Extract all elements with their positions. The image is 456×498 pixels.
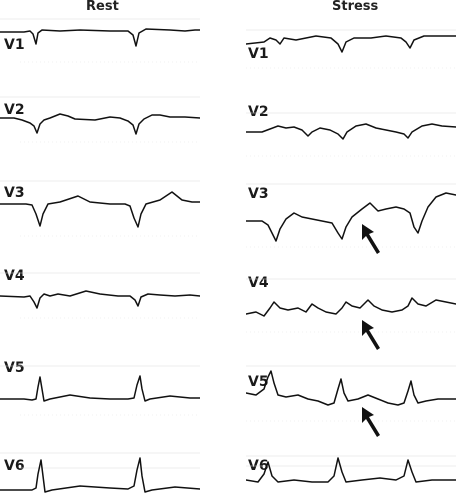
rest-lead-label-v2: V2 xyxy=(4,102,25,118)
rest-strip-v3 xyxy=(0,180,200,240)
rest-lead-label-v6: V6 xyxy=(4,458,25,474)
stress-lead-label-v2: V2 xyxy=(248,104,269,120)
arrow-icon-v5 xyxy=(362,407,380,437)
rest-strip-v6 xyxy=(0,452,200,498)
stress-strip-v2 xyxy=(246,112,456,162)
stress-lead-label-v1: V1 xyxy=(248,46,269,62)
rest-lead-label-v5: V5 xyxy=(4,360,25,376)
stress-column-title: Stress xyxy=(332,0,379,14)
rest-column-title: Rest xyxy=(86,0,119,14)
stress-strip-v1 xyxy=(246,24,456,74)
rest-strip-v2 xyxy=(0,96,200,146)
stress-lead-label-v3: V3 xyxy=(248,186,269,202)
stress-strip-v6 xyxy=(246,452,456,498)
arrow-icon-v4 xyxy=(362,320,380,350)
stress-lead-label-v5: V5 xyxy=(248,374,269,390)
arrow-icon-v3 xyxy=(362,224,380,254)
stress-strip-v4 xyxy=(246,278,456,338)
rest-strip-v4 xyxy=(0,272,200,322)
rest-lead-label-v1: V1 xyxy=(4,37,25,53)
rest-strip-v5 xyxy=(0,365,200,420)
stress-strip-v3 xyxy=(246,183,456,253)
stress-strip-v5 xyxy=(246,365,456,425)
rest-lead-label-v4: V4 xyxy=(4,268,25,284)
rest-strip-v1 xyxy=(0,18,200,68)
rest-lead-label-v3: V3 xyxy=(4,185,25,201)
